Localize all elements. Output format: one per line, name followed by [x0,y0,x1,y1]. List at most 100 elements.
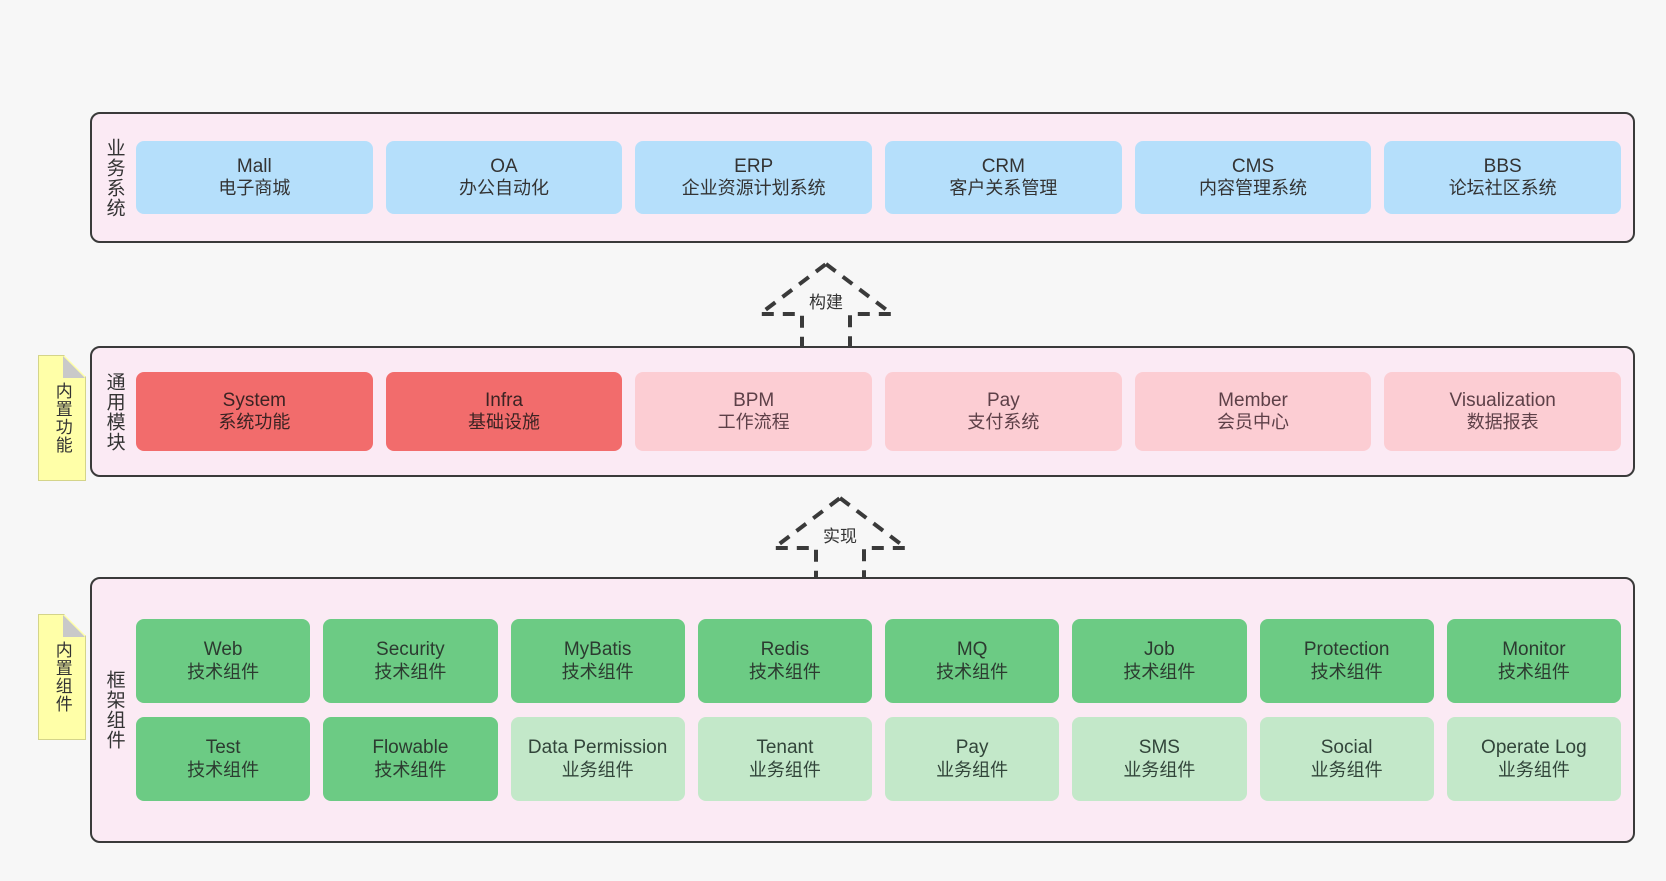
card-title-en: Social [1320,737,1373,759]
build-arrow-label: 构建 [809,293,843,312]
card-title-en: Data Permission [527,737,668,759]
builtin-function-note: 内置功能 [38,355,86,481]
build-generalization-arrow: 构建 [746,258,906,354]
implement-generalization-arrow: 实现 [760,492,920,588]
card-title-cn: 系统功能 [218,412,291,433]
card-title-cn: 论坛社区系统 [1448,178,1557,199]
card-title-en: MQ [956,639,988,661]
card-title-cn: 业务组件 [748,759,821,780]
card-title-en: Member [1218,389,1288,411]
business-system-layer-title: 业务系统 [103,137,125,218]
framework-component-layer-title: 框架组件 [103,670,125,750]
card-title-cn: 支付系统 [967,412,1040,433]
implement-arrow-glyph [768,495,912,586]
card-title-cn: 会员中心 [1217,412,1290,433]
card-title-cn: 业务组件 [561,759,634,780]
card-title-cn: 技术组件 [1123,661,1196,682]
builtin-component-note: 内置组件 [38,614,86,740]
card-title-en: Mall [236,155,272,177]
card-title-cn: 技术组件 [936,661,1009,682]
card-title-en: Infra [484,389,524,411]
card-title-cn: 技术组件 [561,661,634,682]
card-title-cn: 数据报表 [1466,412,1539,433]
card-title-en: System [222,389,287,411]
card-title-en: Operate Log [1481,737,1587,759]
card-title-cn: 办公自动化 [459,178,549,199]
card-title-en: OA [490,155,518,177]
card-title-en: Test [205,737,241,759]
card-title-en: Monitor [1502,639,1566,661]
card-title-en: SMS [1138,737,1180,759]
card-title-cn: 企业资源计划系统 [681,178,826,199]
card-title-cn: 技术组件 [187,759,260,780]
build-arrow-glyph [754,261,898,352]
builtin-component-note-label: 内置组件 [52,641,72,713]
card-title-en: Security [376,639,445,661]
card-title-en: Pay [986,389,1020,411]
note-fold-corner-icon [63,356,85,378]
card-title-cn: 业务组件 [1497,759,1570,780]
card-title-cn: 技术组件 [187,661,260,682]
card-title-en: ERP [734,155,774,177]
card-title-cn: 技术组件 [1497,661,1570,682]
card-title-en: Web [203,639,243,661]
card-title-en: Visualization [1449,389,1556,411]
card-title-cn: 客户关系管理 [949,178,1058,199]
card-title-en: CMS [1231,155,1275,177]
card-title-en: Protection [1303,639,1390,661]
card-title-cn: 技术组件 [1310,661,1383,682]
common-module-layer-title: 通用模块 [103,371,125,452]
note-fold-corner-icon [63,615,85,637]
card-title-cn: 业务组件 [1310,759,1383,780]
card-title-cn: 技术组件 [374,661,447,682]
card-title-cn: 业务组件 [936,759,1009,780]
card-title-cn: 内容管理系统 [1199,178,1308,199]
card-title-en: Flowable [372,737,449,759]
card-title-en: Job [1144,639,1175,661]
card-title-en: BPM [733,389,775,411]
card-title-cn: 业务组件 [1123,759,1196,780]
card-title-en: CRM [981,155,1025,177]
card-title-cn: 技术组件 [374,759,447,780]
card-title-cn: 工作流程 [717,412,790,433]
card-title-cn: 电子商城 [218,178,291,199]
